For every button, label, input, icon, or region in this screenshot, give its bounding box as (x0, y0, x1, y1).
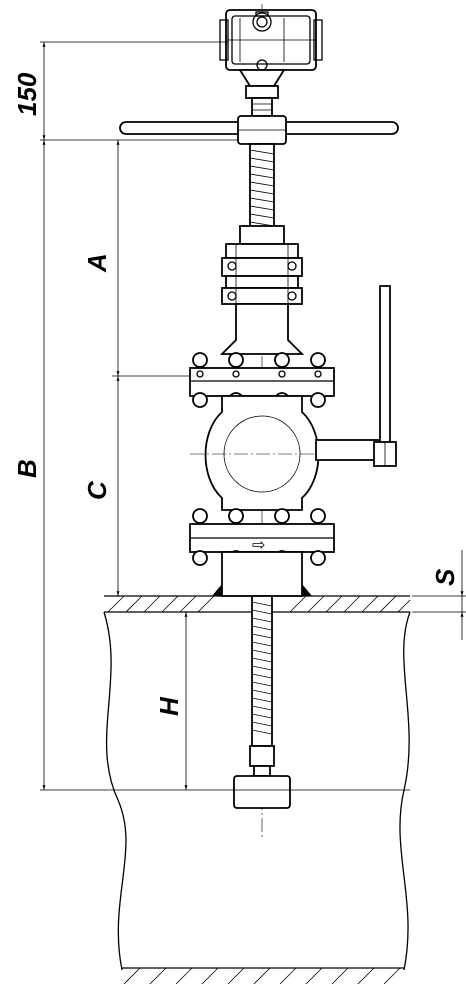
weld-neck (212, 551, 312, 597)
dim-label-c: C (82, 480, 112, 500)
gland-housing (219, 225, 305, 355)
pipe-bottom-hatching (123, 967, 401, 984)
threaded-stem-lower (233, 595, 291, 809)
valve-body (190, 395, 383, 511)
dim-label-b: B (12, 459, 42, 478)
dim-label-150: 150 (12, 72, 42, 116)
pipe-wall-hatching (107, 595, 411, 613)
dim-label-s: S (430, 568, 460, 586)
handwheel-icon (119, 115, 399, 145)
lever-icon (373, 285, 397, 467)
transmitter-icon (219, 9, 323, 117)
dim-label-h: H (154, 696, 184, 716)
dimension-lines (40, 41, 466, 791)
dim-label-a: A (82, 253, 112, 273)
flow-arrow-icon: ⇨ (252, 535, 265, 554)
